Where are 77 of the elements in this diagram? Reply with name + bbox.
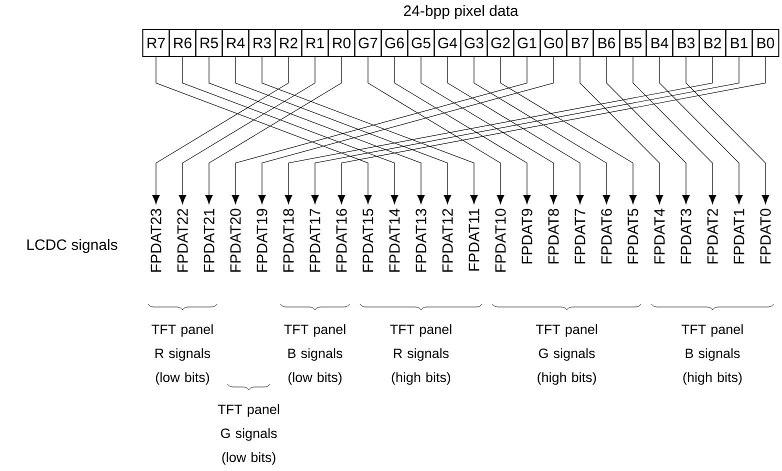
bit-box: R2 (274, 29, 302, 57)
bit-box: G5 (407, 29, 435, 57)
signal-name: FPDAT3 (680, 208, 692, 264)
arrow (659, 56, 743, 204)
bit-box: R0 (328, 29, 356, 57)
signal-name: FPDAT2 (707, 208, 718, 264)
bit-box: R5 (195, 29, 223, 57)
signal-name: FPDAT18 (283, 208, 294, 272)
signal-name: FPDAT6 (601, 208, 612, 264)
bit-box: G6 (380, 29, 408, 57)
signal-name: FPDAT22 (177, 208, 188, 272)
signal-name: FPDAT9 (522, 208, 532, 264)
row-label: LCDC signals (27, 239, 118, 253)
arrow (258, 56, 554, 204)
arrow (205, 56, 342, 204)
signal-name: FPDAT5 (628, 208, 638, 264)
arrow (208, 56, 425, 204)
group-label: TFT panel G signals (high bits) (536, 324, 598, 385)
bit-box: G2 (486, 29, 514, 57)
signal-name: FPDAT4 (654, 208, 665, 264)
bit-box: R6 (168, 29, 196, 57)
arrow (606, 56, 690, 204)
signal-name: FPDAT20 (230, 208, 241, 272)
bit-box: G0 (540, 29, 568, 57)
signal-name: FPDAT14 (389, 208, 400, 272)
bit-box: R7 (142, 29, 170, 57)
arrow (394, 56, 531, 204)
group-label: TFT panel G signals (low bits) (218, 404, 280, 465)
arrow (500, 56, 637, 204)
signal-name: FPDAT21 (204, 208, 214, 272)
arrow (580, 56, 664, 204)
bit-box: B2 (698, 29, 726, 57)
bit-box: R3 (248, 29, 276, 57)
bit-box: G7 (354, 29, 382, 57)
bit-box: R4 (222, 29, 250, 57)
bit-box: G1 (513, 29, 541, 57)
bit-box: R1 (301, 29, 329, 57)
signal-name: FPDAT8 (548, 208, 559, 264)
signal-name: FPDAT11 (468, 208, 480, 271)
arrow (632, 56, 716, 204)
group-label: TFT panel B signals (low bits) (284, 324, 346, 385)
arrow (232, 56, 528, 204)
bit-box: B3 (672, 29, 700, 57)
group-label: TFT panel B signals (high bits) (682, 324, 743, 385)
arrow (235, 56, 452, 204)
arrow (156, 56, 372, 204)
bit-box: B6 (592, 29, 620, 57)
signal-name: FPDAT15 (362, 208, 374, 272)
arrow (182, 56, 398, 204)
arrow (474, 56, 610, 204)
arrow (686, 56, 770, 204)
arrow (420, 56, 558, 204)
bit-box: B1 (725, 29, 753, 57)
signal-name: FPDAT17 (310, 208, 320, 272)
signal-name: FPDAT13 (416, 208, 426, 272)
bit-box: B7 (566, 29, 594, 57)
signal-name: FPDAT16 (336, 208, 347, 272)
signal-name: FPDAT10 (495, 208, 506, 272)
signal-name: FPDAT7 (574, 208, 586, 264)
bit-box: G3 (460, 29, 488, 57)
signal-name: FPDAT0 (760, 208, 771, 264)
signal-name: FPDAT19 (256, 208, 268, 272)
arrow (178, 56, 316, 204)
bit-box: B5 (619, 29, 647, 57)
arrow (368, 56, 504, 204)
signal-name: FPDAT1 (734, 208, 744, 264)
group-label: TFT panel R signals (low bits) (152, 324, 213, 385)
arrow (262, 56, 478, 204)
arrow (152, 56, 289, 204)
group-label: TFT panel R signals (high bits) (390, 324, 452, 385)
bit-box: G4 (434, 29, 462, 57)
title: 24-bpp pixel data (404, 5, 518, 19)
bit-box: B0 (752, 29, 780, 57)
signal-name: FPDAT23 (150, 208, 162, 272)
signal-name: FPDAT12 (442, 208, 453, 272)
arrow (447, 56, 584, 204)
bit-box: B4 (646, 29, 674, 57)
